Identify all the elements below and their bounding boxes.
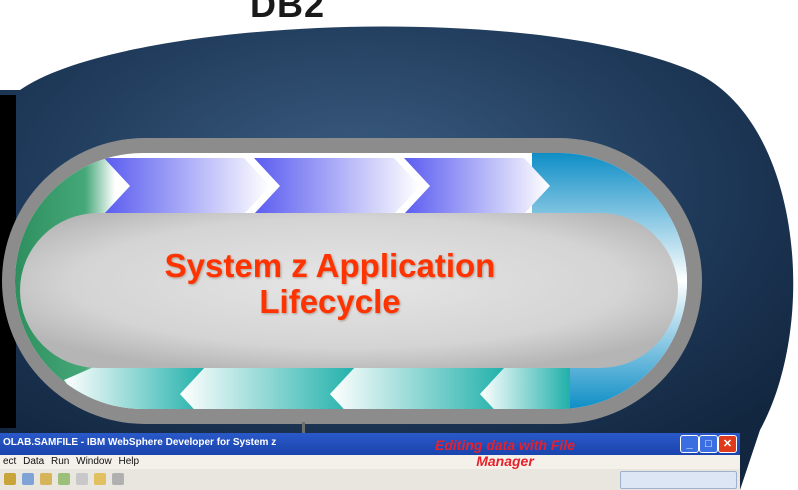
- toolbar-icon[interactable]: [76, 473, 88, 485]
- center-pill: [20, 213, 678, 368]
- window-title: OLAB.SAMFILE - IBM WebSphere Developer f…: [3, 437, 277, 448]
- top-chevron-2: [254, 158, 420, 214]
- lifecycle-title-line2: Lifecycle: [259, 283, 401, 321]
- lifecycle-title-line1: System z Application: [164, 247, 496, 284]
- bottom-chevron-5: [480, 366, 570, 409]
- callout-line2: Manager: [476, 453, 534, 469]
- toolbar-icon[interactable]: [94, 473, 106, 485]
- minimize-button[interactable]: _: [680, 435, 699, 453]
- callout-label: Editing data with File Manager: [395, 437, 615, 469]
- toolbar-icon[interactable]: [40, 473, 52, 485]
- toolbar-icon[interactable]: [58, 473, 70, 485]
- top-chevron-1: [104, 158, 270, 214]
- embedded-ide-screenshot: OLAB.SAMFILE - IBM WebSphere Developer f…: [0, 433, 740, 490]
- toolbar: [0, 469, 740, 490]
- lifecycle-title: System z Application Lifecycle: [40, 247, 620, 321]
- diagram-top-title: DB2: [250, 0, 326, 25]
- maximize-button[interactable]: □: [699, 435, 718, 453]
- menu-items[interactable]: ect Data Run Window Help: [3, 456, 140, 467]
- callout-line1: Editing data with File: [435, 437, 575, 453]
- bottom-chevron-3: [180, 366, 356, 409]
- toolbar-icon[interactable]: [112, 473, 124, 485]
- menu-bar[interactable]: ect Data Run Window Help: [0, 455, 740, 469]
- bottom-chevron-4: [330, 366, 506, 409]
- close-button[interactable]: ✕: [718, 435, 737, 453]
- toolbar-icon[interactable]: [22, 473, 34, 485]
- top-chevron-3: [404, 158, 550, 214]
- perspective-switcher[interactable]: [620, 471, 737, 489]
- window-titlebar: OLAB.SAMFILE - IBM WebSphere Developer f…: [0, 433, 740, 455]
- toolbar-icon[interactable]: [4, 473, 16, 485]
